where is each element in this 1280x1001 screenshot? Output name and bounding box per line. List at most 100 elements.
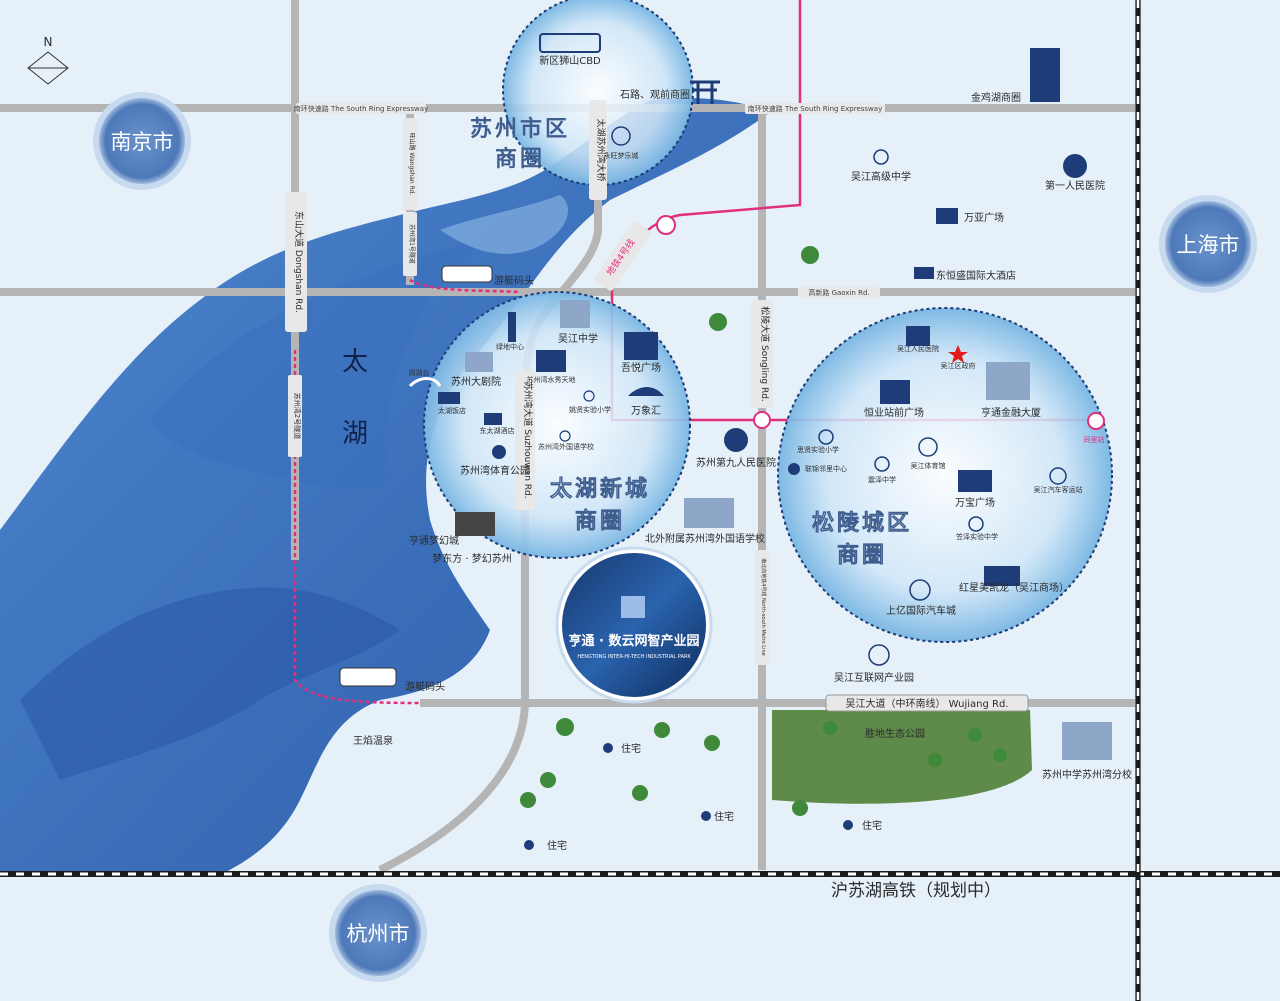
government-star-icon — [948, 345, 968, 363]
city-hangzhou: 杭州市 — [329, 884, 427, 982]
label-zhenze: 震泽中学 — [868, 475, 896, 484]
hospital-building-icon — [906, 326, 930, 346]
road-dongshan: 东山大道 Dongshan Rd. — [293, 211, 305, 313]
district-songling-line1: 松陵城区 — [812, 510, 912, 536]
school-icon — [968, 516, 984, 532]
road-metro4-south: 南北向地铁4号线 North-south Metro Line — [760, 558, 767, 655]
road-south-ring-left: 南环快速路 The South Ring Expressway — [294, 104, 428, 113]
bus-station-icon — [1049, 467, 1067, 485]
road-songling: 松陵大道 Songling Rd. — [759, 306, 771, 402]
gate-icon — [690, 80, 720, 104]
compass-north-label: N — [44, 35, 53, 49]
label-wujiang-gov: 吴江区政府 — [941, 361, 976, 370]
city-nanjing-label: 南京市 — [111, 130, 174, 154]
city-shanghai-label: 上海市 — [1177, 233, 1240, 257]
road-suzhouwan: 苏州湾大道 Suzhouwan Rd. — [522, 381, 534, 498]
school-icon — [873, 149, 889, 165]
label-tongli: 同里站 — [1084, 435, 1105, 444]
lake-label-1: 太 — [342, 347, 368, 377]
finance-tower-icon — [986, 362, 1030, 400]
park-logo-icon — [621, 596, 645, 618]
label-suzhouwan-water: 苏州湾水秀天地 — [527, 375, 576, 384]
label-res3: 住宅 — [547, 839, 567, 852]
hsr-label: 沪苏湖高铁（规划中） — [831, 881, 1001, 901]
label-hengyi: 恒业站前广场 — [864, 406, 924, 419]
label-res2: 住宅 — [714, 810, 734, 823]
label-lianjin: 联锦邻里中心 — [805, 464, 847, 473]
cinema-icon — [455, 512, 495, 536]
label-yuze: 笠泽实验中学 — [956, 532, 998, 541]
school-building-icon — [1062, 722, 1112, 760]
district-taihu-line1: 太湖新城 — [550, 476, 650, 502]
school-icon — [874, 456, 890, 472]
road-gaoxin: 高新路 Gaoxin Rd. — [808, 288, 869, 297]
label-res1: 住宅 — [621, 742, 641, 755]
tower-icon — [508, 312, 516, 342]
road-tunnel2: 苏州湾2号隧道 — [293, 393, 302, 439]
building-icon — [880, 380, 910, 404]
label-dream-east: 梦东方 · 梦幻苏州 — [432, 552, 512, 565]
label-hengtong-finance: 亨通金融大厦 — [981, 406, 1041, 419]
label-theater: 苏州大剧院 — [451, 375, 501, 388]
label-sports-park: 苏州湾体育公园 — [460, 464, 530, 477]
landmark-icons — [339, 33, 1112, 760]
taihu-lake — [0, 98, 770, 876]
label-hospital9: 苏州第九人民医院 — [696, 456, 776, 469]
eco-park-area — [772, 710, 1032, 804]
metro-station-icon — [656, 215, 676, 235]
building-icon — [958, 470, 992, 492]
label-wujiang-gym: 吴江体育馆 — [911, 461, 946, 470]
label-auto-center: 吴江汽车客运站 — [1034, 485, 1083, 494]
label-internet-park: 吴江互联网产业园 — [834, 671, 914, 684]
mall-icon — [984, 566, 1020, 586]
theater-icon — [465, 352, 493, 372]
road-labels: 南环快速路 The South Ring Expressway 南环快速路 Th… — [285, 100, 1029, 712]
district-taihu-line2: 商圈 — [575, 508, 625, 534]
label-shangyi: 上亿国际汽车城 — [886, 604, 956, 617]
label-yongle: 永旺梦乐城 — [604, 151, 639, 160]
label-wujiang-people: 吴江人民医院 — [897, 344, 939, 353]
viewpoint-icon — [408, 377, 442, 388]
school-building-icon — [684, 498, 734, 528]
residential-icons — [524, 743, 853, 850]
yacht-icon — [441, 265, 493, 283]
compass: N — [27, 35, 69, 85]
label-pier1: 游艇码头 — [494, 274, 534, 287]
building-icon — [936, 208, 958, 224]
label-wujiang-middle: 吴江中学 — [558, 332, 598, 345]
road-wangshan: 旺山路 Wangshan Rd. — [408, 133, 416, 196]
road-south-ring-right: 南环快速路 The South Ring Expressway — [748, 104, 882, 113]
label-first-hospital: 第一人民医院 — [1045, 179, 1105, 192]
city-shanghai: 上海市 — [1159, 195, 1257, 293]
label-wanya: 万亚广场 — [964, 211, 1004, 224]
label-wangyao: 王焰温泉 — [353, 734, 393, 747]
road-wujiang: 吴江大道（中环南线） Wujiang Rd. — [845, 697, 1008, 710]
road-bridge: 太湖苏州湾大桥 — [595, 118, 607, 181]
mall-icon — [611, 126, 631, 146]
label-wanbao: 万宝广场 — [955, 496, 995, 509]
building-icon — [536, 350, 566, 372]
city-hangzhou-label: 杭州市 — [347, 922, 410, 946]
label-siyuan: 思贤实验小学 — [797, 445, 839, 454]
label-dongtai: 东太湖酒店 — [480, 426, 515, 435]
industrial-park-badge: 亨通 · 数云网智产业园 HENGTONG INTER-HI-TECH INDU… — [555, 546, 713, 704]
label-suzhou-foreign: 苏州湾外国语学校 — [538, 442, 594, 451]
stadium-icon — [539, 33, 601, 53]
district-suzhou-line2: 商圈 — [495, 146, 545, 172]
label-yaoxian: 姚贤实验小学 — [569, 405, 611, 414]
label-dream-city: 亨通梦幻城 — [409, 534, 459, 547]
district-songling-line2: 商圈 — [837, 542, 887, 568]
hospital-icon — [1063, 154, 1087, 178]
label-jinji: 金鸡湖商圈 — [971, 91, 1021, 104]
hotel-icon — [914, 267, 934, 279]
label-wanxiang: 万象汇 — [631, 404, 661, 417]
sports-icon — [492, 445, 506, 459]
label-dongheng: 东恒盛国际大酒店 — [936, 269, 1016, 282]
label-wujiang-high: 吴江高级中学 — [851, 170, 911, 183]
stadium-icon — [918, 437, 938, 457]
label-beiwai: 北外附属苏州湾外国语学校 — [645, 532, 765, 545]
tower-icon — [1030, 48, 1060, 102]
label-lion-cbd: 新区狮山CBD — [539, 54, 601, 67]
place-labels: 新区狮山CBD 石路、观前商圈 永旺梦乐城 金鸡湖商圈 吴江高级中学 第一人民医… — [353, 54, 1132, 852]
